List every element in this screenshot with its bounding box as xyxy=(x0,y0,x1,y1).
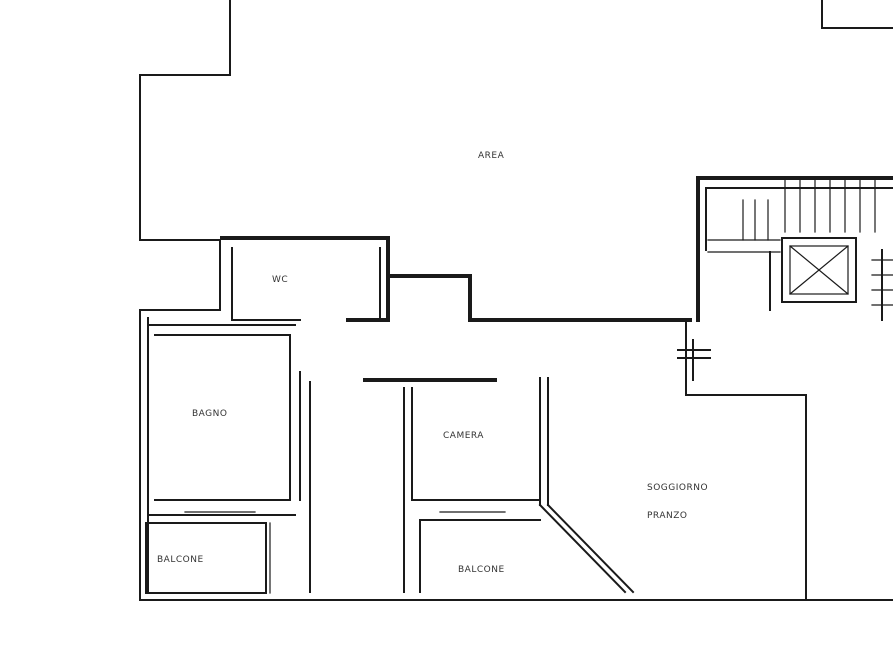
elevator-shaft xyxy=(781,237,857,303)
stair-block xyxy=(677,176,893,381)
wc-walls xyxy=(220,236,390,322)
stair-treads xyxy=(742,177,893,321)
balcone-left-walls xyxy=(145,511,271,594)
room-label-wc: WC xyxy=(272,275,288,285)
room-label-area: AREA xyxy=(478,151,505,161)
room-label-camera: CAMERA xyxy=(443,431,484,441)
corridor-walls xyxy=(147,274,692,593)
room-labels: AREA WC BAGNO CAMERA SOGGIORNO PRANZO BA… xyxy=(157,151,708,575)
outer-walls xyxy=(139,0,893,601)
room-label-soggiorno: SOGGIORNO xyxy=(647,483,708,493)
room-label-pranzo: PRANZO xyxy=(647,511,687,521)
bagno-walls xyxy=(147,334,296,516)
room-label-balcone-left: BALCONE xyxy=(157,555,204,565)
camera-walls xyxy=(411,499,635,594)
room-label-bagno: BAGNO xyxy=(192,409,227,419)
room-label-balcone-mid: BALCONE xyxy=(458,565,505,575)
